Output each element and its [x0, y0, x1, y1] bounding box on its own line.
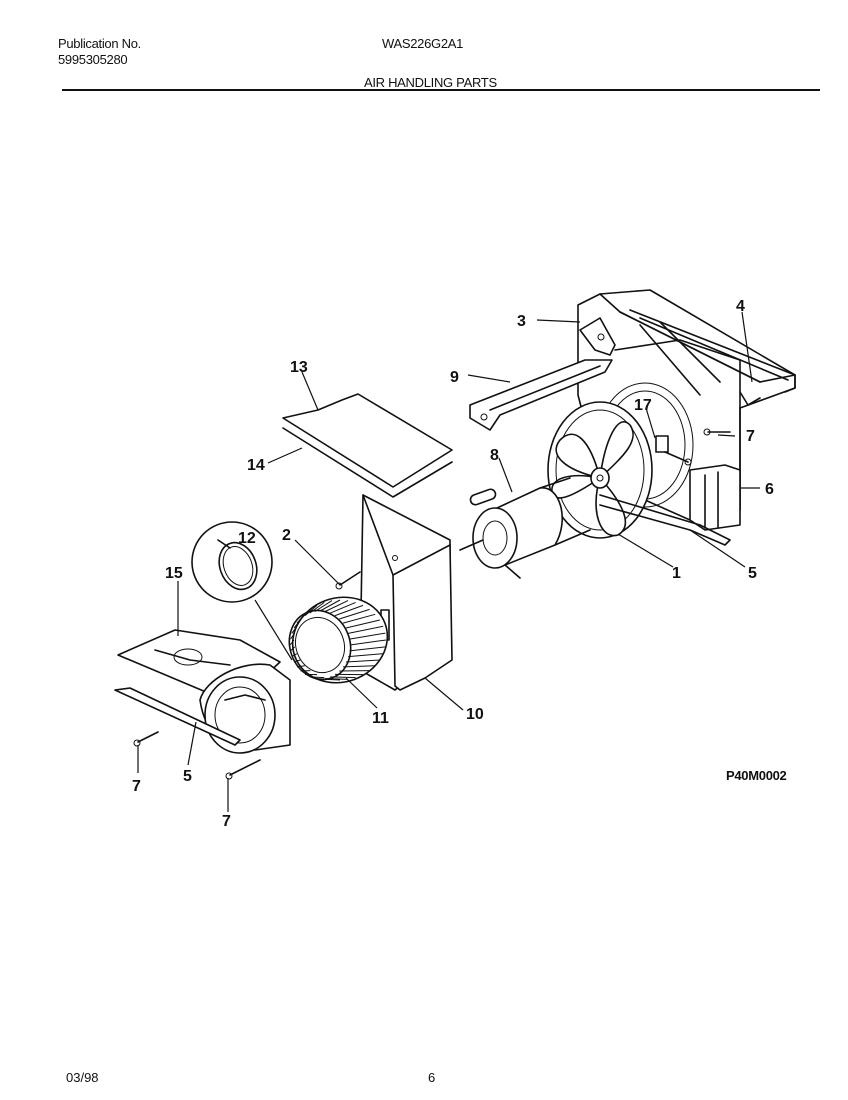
panel-part-14	[282, 427, 453, 498]
callout-7-left-a: 7	[132, 778, 141, 795]
bracket-part-9	[469, 359, 613, 431]
blower-vane	[324, 600, 349, 612]
blower-vane	[349, 646, 386, 652]
blower-vane	[319, 599, 341, 612]
callout-6: 6	[765, 481, 774, 498]
rail-part-4	[629, 309, 796, 406]
blower-vane	[349, 632, 386, 640]
leader-lines	[137, 311, 760, 812]
callout-12: 12	[238, 530, 256, 547]
screw-left-7a	[133, 731, 159, 747]
panel-part-13	[282, 393, 453, 488]
blower-vane	[293, 659, 301, 663]
footer-date: 03/98	[66, 1070, 99, 1085]
callout-2: 2	[282, 527, 291, 544]
callout-5-left: 5	[183, 768, 192, 785]
callout-13: 13	[290, 359, 308, 376]
blower-vane	[309, 676, 325, 679]
blower-vane	[296, 665, 305, 668]
blower-wheel-part-11	[288, 596, 389, 684]
bracket-part-6	[689, 464, 741, 531]
callout-9: 9	[450, 369, 459, 386]
callout-3: 3	[517, 313, 526, 330]
clamp-ring-part-12	[191, 521, 273, 603]
section-title: AIR HANDLING PARTS	[364, 75, 497, 90]
callout-7-left-b: 7	[222, 813, 231, 830]
blower-vane	[309, 601, 325, 614]
motor-part-8	[459, 477, 591, 579]
blower-vane	[330, 601, 356, 614]
blower-vane	[330, 676, 356, 679]
bracket-part-3	[579, 317, 616, 356]
callout-14: 14	[247, 457, 265, 474]
blower-housing-part-15	[117, 629, 291, 754]
blower-vane	[314, 600, 333, 612]
fan-blade-part-1	[551, 421, 634, 537]
callout-11: 11	[372, 710, 389, 727]
screw-left-7b	[225, 759, 261, 780]
callouts: 3 4 9 13 14 8 17 7 6 1 5 2 12 15 11 10 5…	[132, 298, 774, 830]
blower-vane	[314, 678, 333, 680]
header-rule	[62, 89, 820, 91]
blower-vane	[300, 609, 311, 620]
publication-number: 5995305280	[58, 52, 128, 67]
callout-1: 1	[672, 565, 681, 582]
blower-vane	[349, 639, 387, 646]
screw-right-7	[703, 428, 731, 436]
callout-8: 8	[490, 447, 499, 464]
blower-vane	[325, 678, 349, 680]
blower-vane	[304, 605, 318, 616]
blower-vane	[348, 653, 384, 658]
callout-4: 4	[736, 298, 745, 315]
publication-label: Publication No.	[58, 36, 141, 51]
blower-vane	[342, 665, 376, 668]
callout-17: 17	[634, 397, 652, 414]
model-number: WAS226G2A1	[382, 36, 464, 51]
callout-7-right: 7	[746, 428, 755, 445]
blower-vane	[348, 625, 384, 634]
blower-vane	[291, 653, 298, 658]
screw-part-2	[335, 571, 361, 590]
blower-vane	[290, 646, 296, 652]
page-number: 6	[428, 1070, 436, 1085]
blower-vane	[345, 619, 380, 629]
blower-vane	[339, 608, 370, 620]
blower-vane	[290, 632, 296, 640]
blower-vane	[334, 604, 364, 617]
blower-vane	[342, 613, 376, 624]
callout-5-right: 5	[748, 565, 757, 582]
blower-vane	[289, 639, 295, 646]
blower-vane	[291, 626, 298, 634]
blower-vane	[345, 659, 380, 663]
callout-10: 10	[466, 706, 484, 723]
figure-id: P40M0002	[726, 768, 787, 783]
callout-15: 15	[165, 565, 183, 582]
clip-part-17	[655, 435, 692, 466]
rail-part-5-right	[599, 494, 731, 546]
